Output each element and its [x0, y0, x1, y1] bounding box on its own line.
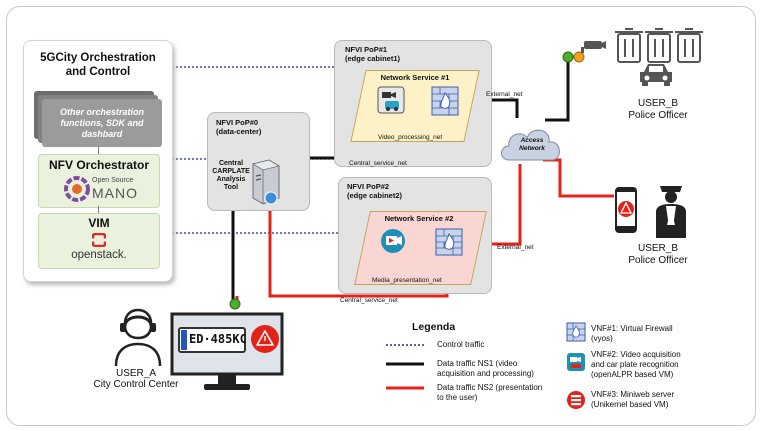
ns1-central-net-label: Central_service_net	[349, 160, 407, 167]
plate-eu-band	[181, 330, 187, 350]
legend-ns1-line1: Data traffic NS1 (video	[437, 359, 518, 368]
user-a-line1: USER_A	[115, 368, 156, 379]
police-officer-icon	[656, 186, 686, 238]
pop2-label-line1: NFVI PoP#2	[347, 182, 390, 191]
orchestration-title-line2: and Control	[65, 66, 131, 78]
legend-ns2-line2: to the user)	[437, 393, 478, 402]
smartphone-icon	[615, 187, 637, 233]
access-network-label: Access Network	[519, 137, 545, 152]
connector-1	[98, 147, 99, 154]
pop0-label-line2: (data-center)	[216, 127, 262, 136]
vnf2-video-icon-ns2	[381, 229, 405, 253]
vnf3-legend-label: VNF#3: Miniweb server (Unikernel based V…	[591, 390, 674, 410]
vnf1-firewall-icon-ns1	[431, 86, 459, 116]
vnf2-line1: VNF#2: Video acquisition	[591, 350, 681, 359]
operator-headset-icon	[114, 308, 162, 367]
connector-2	[98, 206, 99, 213]
user-b-top-line1: USER_B	[637, 98, 678, 109]
pop0-label-line1: NFVI PoP#0	[216, 118, 259, 127]
openstack-logo-icon	[92, 233, 106, 247]
mano-big-label: MANO	[92, 185, 138, 201]
warning-icon	[251, 325, 279, 353]
pop1-label-line2: (edge cabinet1)	[345, 54, 401, 63]
plate-text: ED·485KC	[189, 332, 247, 346]
license-plate: ED·485KC	[178, 327, 247, 353]
legend-control-label: Control traffic	[437, 340, 485, 349]
user-b-bottom-line2: Police Officer	[628, 255, 688, 266]
vnf2-legend-icon	[567, 353, 585, 371]
vnf2-video-icon-ns1	[377, 86, 405, 114]
user-b-top-caption: USER_B Police Officer	[610, 98, 706, 122]
vnf3-legend-icon	[567, 391, 585, 409]
carplate-tool-label: Central CARPLATE Analysis Tool	[211, 160, 251, 192]
vnf2-line2: and car plate recognition	[591, 360, 679, 369]
openstack-label: openstack.	[71, 249, 127, 261]
orchestration-title: 5GCity Orchestration and Control	[24, 51, 172, 79]
user-a-caption: USER_A City Control Center	[86, 368, 186, 390]
ns1-title: Network Service #1	[380, 73, 450, 82]
user-a-line2: City Control Center	[93, 379, 179, 390]
vim-box: VIM openstack.	[38, 213, 160, 269]
pop1-label: NFVI PoP#1 (edge cabinet1)	[345, 45, 400, 63]
vnf1-line2: (vyos)	[591, 334, 613, 343]
vnf1-line1: VNF#1: Virtual Firewall	[591, 324, 673, 333]
trash-bins-icon	[615, 28, 703, 63]
pop2-label: NFVI PoP#2 (edge cabinet2)	[347, 182, 402, 200]
vim-title: VIM	[88, 216, 110, 230]
legend-ns1-label: Data traffic NS1 (video acquisition and …	[437, 359, 534, 379]
vnf2-legend-label: VNF#2: Video acquisition and car plate r…	[591, 350, 681, 380]
ns1-net-label: Video_processing_net	[378, 134, 443, 141]
vnf1-legend-icon	[566, 322, 586, 342]
other-functions-box: Other orchestration functions, SDK and d…	[42, 99, 162, 147]
carplate-tool-line2: CARPLATE	[212, 168, 250, 175]
nfvo-title: NFV Orchestrator	[48, 158, 150, 172]
user-b-bottom-line1: USER_B	[637, 243, 678, 254]
vnf1-legend-label: VNF#1: Virtual Firewall (vyos)	[591, 324, 673, 344]
legend-swatches	[386, 344, 424, 390]
pop1-label-line1: NFVI PoP#1	[345, 45, 388, 54]
orchestration-panel: 5GCity Orchestration and Control Other o…	[23, 40, 173, 282]
camera-icon	[581, 41, 606, 53]
ns2-net-label: Media_presentation_net	[372, 277, 442, 284]
vnf3-line1: VNF#3: Miniweb server	[591, 390, 675, 399]
user-b-top-line2: Police Officer	[628, 110, 688, 121]
orchestration-title-line1: 5GCity Orchestration	[40, 52, 156, 64]
ns2-title: Network Service #2	[384, 214, 454, 223]
legend-ns1-line2: acquisition and processing)	[437, 369, 534, 378]
pop0-label: NFVI PoP#0 (data-center)	[216, 118, 261, 136]
vnf3-line2: (Unikernel based VM)	[591, 400, 669, 409]
pop2-label-line2: (edge cabinet2)	[347, 191, 403, 200]
nfv-orchestrator-box: NFV Orchestrator Open Source MANO	[38, 154, 160, 208]
legend-ns2-label: Data traffic NS2 (presentation to the us…	[437, 383, 542, 403]
legend-title: Legenda	[412, 321, 456, 333]
server-icon	[251, 159, 281, 205]
carplate-tool-line4: Tool	[223, 184, 239, 191]
vnf1-firewall-icon-ns2	[435, 228, 463, 256]
other-functions-label: Other orchestration functions, SDK and d…	[59, 106, 144, 139]
carplate-tool-line1: Central	[218, 160, 244, 167]
vnf2-line3: (openALPR based VM)	[591, 370, 674, 379]
carplate-tool-line3: Analysis	[216, 176, 246, 183]
ns1-external-net-label: External_net	[486, 91, 523, 98]
ns2-central-net-label: Central_service_net	[340, 297, 398, 304]
mano-logo-icon	[64, 176, 90, 202]
ns2-external-net-label: External_net	[497, 244, 534, 251]
legend-ns2-line1: Data traffic NS2 (presentation	[437, 383, 543, 392]
user-b-bottom-caption: USER_B Police Officer	[622, 243, 694, 267]
mano-small-label: Open Source	[92, 177, 134, 184]
access-network-cloud-icon	[501, 129, 560, 161]
ns1-path-camera	[545, 55, 584, 122]
car-icon	[640, 64, 672, 86]
